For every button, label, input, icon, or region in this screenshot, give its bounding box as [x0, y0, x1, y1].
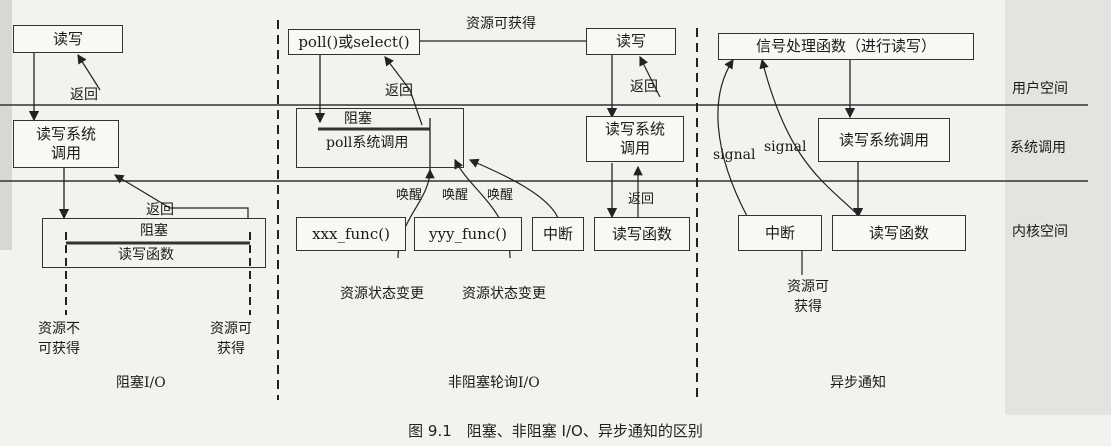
figure-caption: 图 9.1 阻塞、非阻塞 I/O、异步通知的区别	[408, 422, 703, 440]
signal-label-2: signal	[764, 139, 807, 155]
background-table-column	[1005, 0, 1111, 415]
nonblocking-rw-syscall-box: 读写系统 调用	[586, 116, 684, 162]
blocking-return-label-1: 返回	[70, 87, 98, 103]
layer-label-user: 用户空间	[1012, 81, 1068, 97]
xxx-func-box: xxx_func()	[296, 217, 406, 251]
yyy-func-box: yyy_func()	[414, 217, 522, 251]
async-title: 异步通知	[830, 375, 886, 391]
nonblocking-title: 非阻塞轮询I/O	[448, 375, 540, 391]
wake-label-3: 唤醒	[487, 188, 514, 203]
blocking-resource-unavailable: 资源不 可获得	[38, 321, 80, 357]
poll-syscall-box	[296, 108, 464, 168]
wake-label-1: 唤醒	[396, 188, 423, 203]
background-left-strip	[0, 0, 12, 250]
blocking-resource-available: 资源可 获得	[210, 321, 252, 357]
async-resource-available: 资源可 获得	[787, 279, 829, 315]
blocking-block-label: 阻塞	[140, 223, 168, 239]
nonblocking-return-label-1: 返回	[385, 83, 413, 99]
async-interrupt-box: 中断	[738, 215, 822, 251]
nonblocking-rw-function-box: 读写函数	[594, 217, 690, 251]
blocking-read-write-box: 读写	[13, 25, 123, 53]
nonblocking-block-label: 阻塞	[344, 111, 372, 127]
poll-select-box: poll()或select()	[288, 29, 420, 55]
wake-label-2: 唤醒	[442, 188, 469, 203]
nonblocking-return-label-3: 返回	[628, 192, 655, 207]
nonblocking-interrupt-box: 中断	[532, 217, 584, 251]
nonblocking-read-write-box: 读写	[586, 28, 676, 55]
async-rw-syscall-box: 读写系统调用	[818, 118, 950, 162]
poll-syscall-label: poll系统调用	[326, 135, 409, 151]
signal-label-1: signal	[713, 147, 756, 163]
signal-handler-box: 信号处理函数（进行读写）	[718, 33, 974, 60]
state-change-label-1: 资源状态变更	[340, 286, 424, 302]
blocking-syscall-text: 读写系统 调用	[35, 125, 96, 162]
resource-available-top-label: 资源可获得	[466, 16, 536, 32]
async-rw-function-box: 读写函数	[832, 215, 966, 251]
nonblocking-return-label-2: 返回	[630, 79, 658, 95]
nonblocking-rw-syscall-text: 读写系统 调用	[604, 120, 665, 157]
blocking-rw-function-label: 读写函数	[118, 247, 174, 263]
blocking-return-label-2: 返回	[146, 202, 174, 218]
state-change-label-2: 资源状态变更	[462, 286, 546, 302]
blocking-title: 阻塞I/O	[116, 375, 166, 391]
layer-label-syscall: 系统调用	[1010, 140, 1066, 156]
blocking-rw-function-box	[42, 218, 266, 268]
blocking-syscall-box: 读写系统 调用	[13, 120, 119, 168]
layer-label-kernel: 内核空间	[1012, 224, 1068, 240]
